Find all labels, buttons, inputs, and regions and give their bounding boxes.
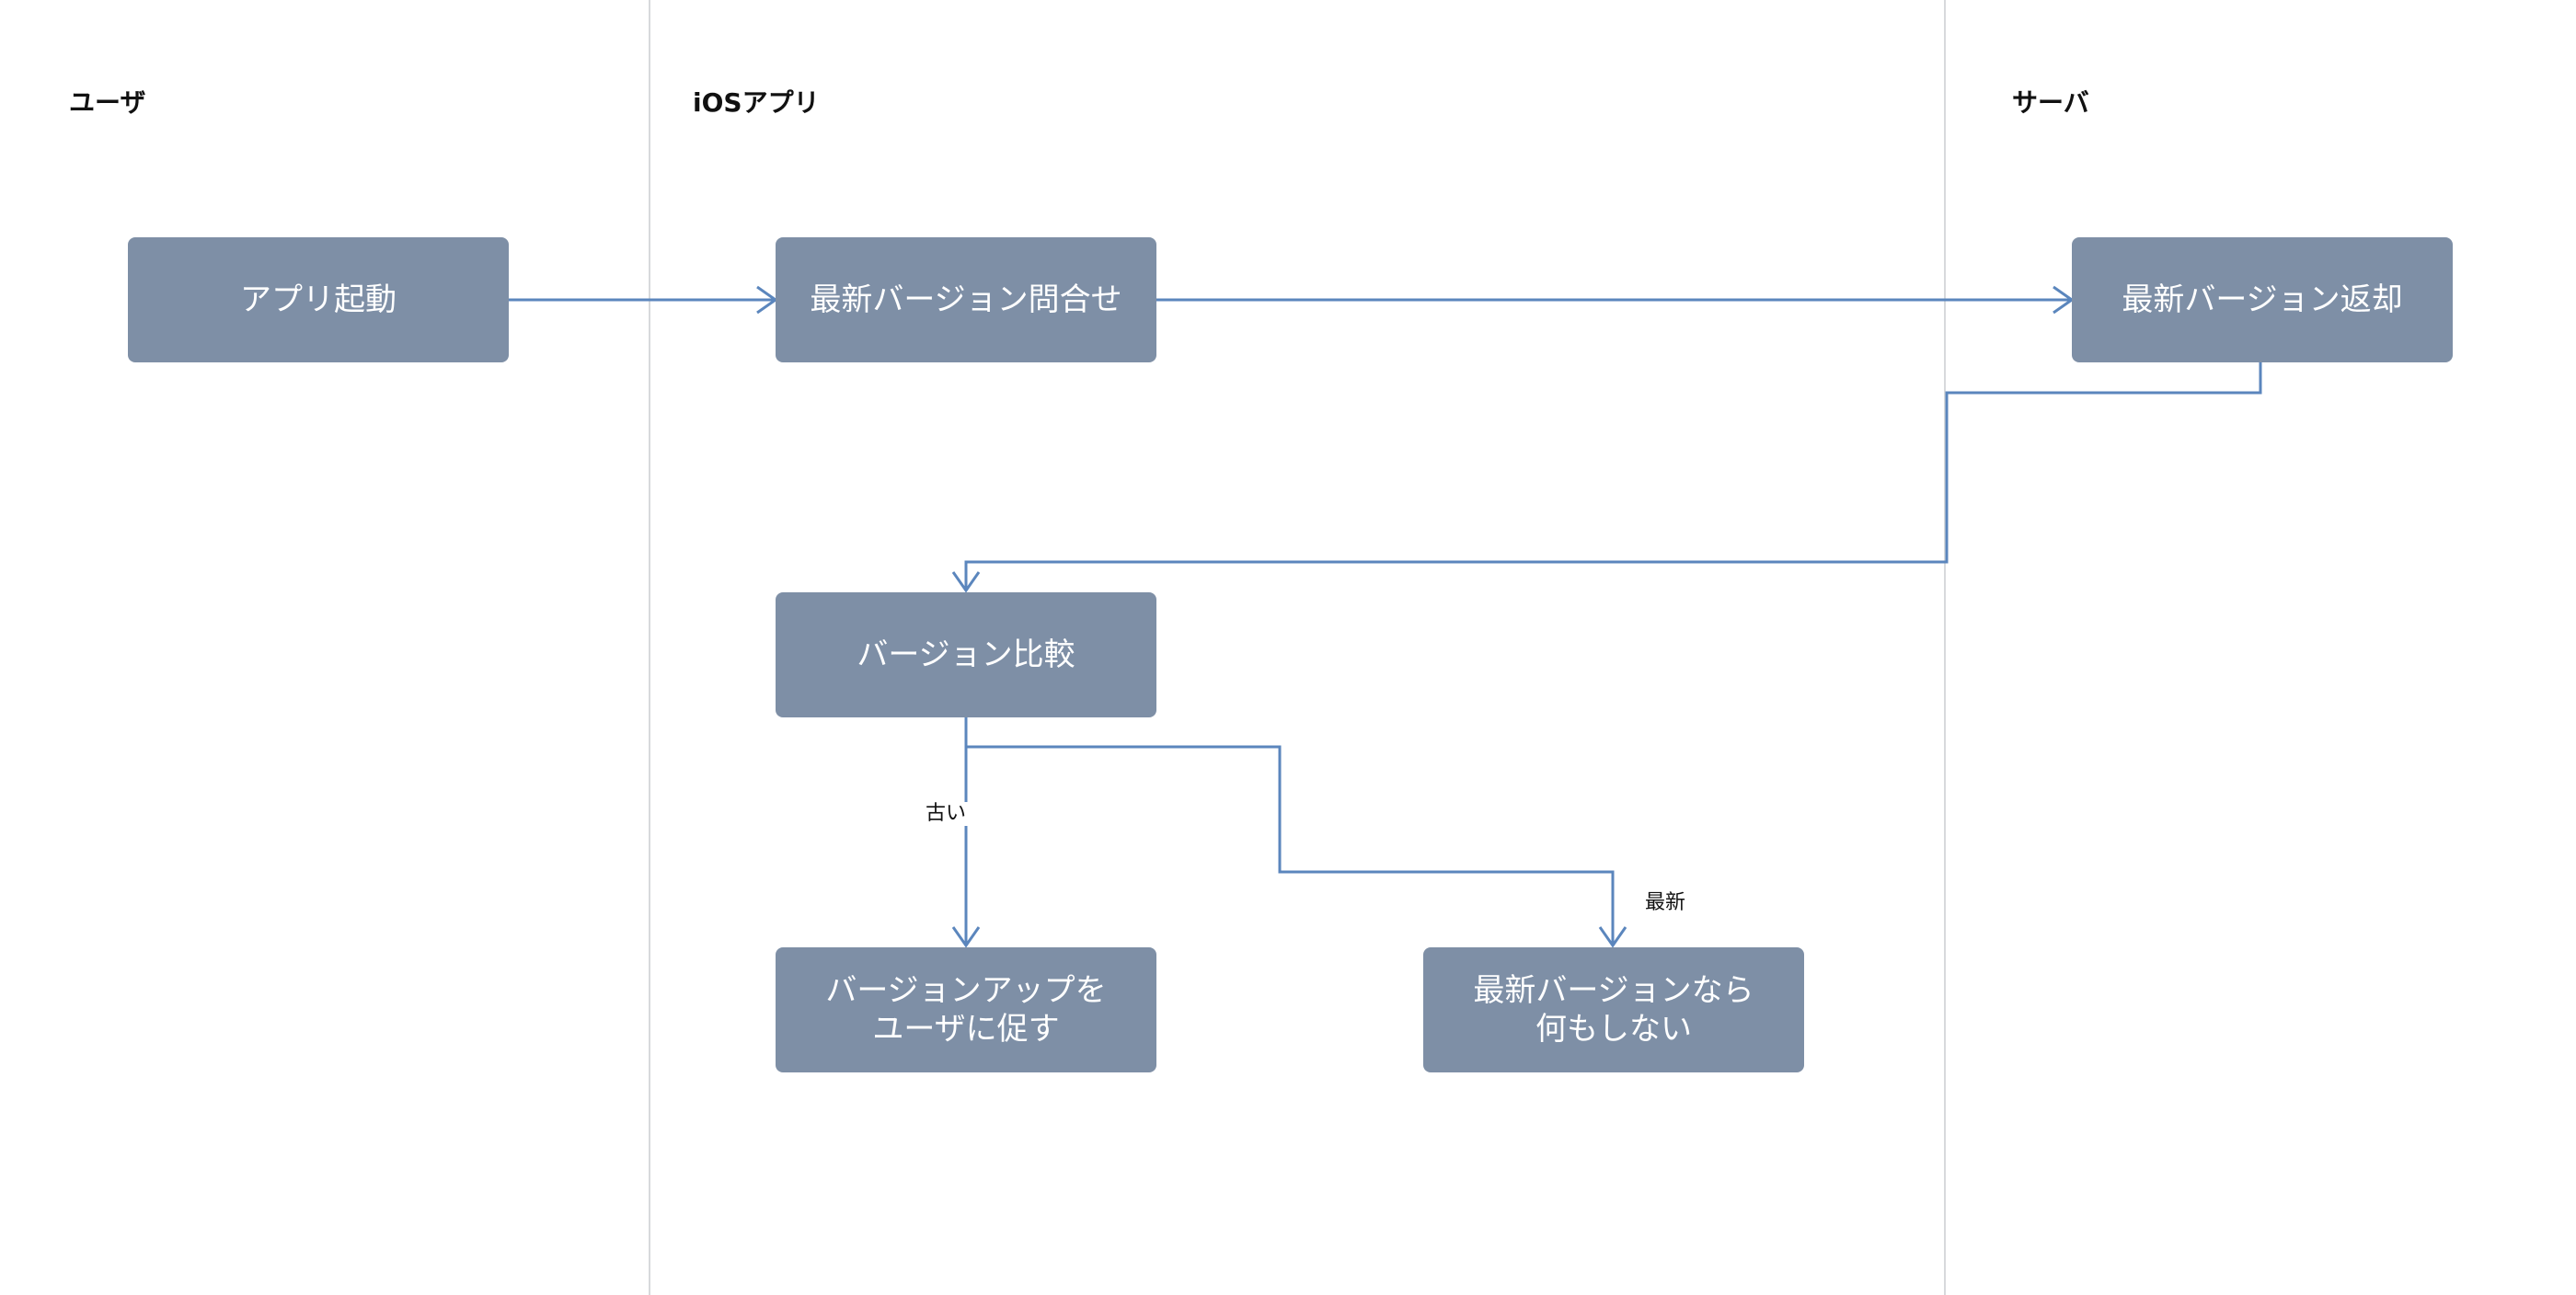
lane-title-ios-app: iOSアプリ — [693, 87, 820, 118]
edge-compare-to-nothing — [966, 745, 1615, 944]
node-return-latest: 最新バージョン返却 — [2072, 237, 2453, 362]
node-do-nothing: 最新バージョンなら 何もしない — [1423, 947, 1804, 1072]
lane-divider-user-ios — [649, 0, 650, 1295]
lane-divider-ios-server — [1944, 0, 1946, 1295]
arrowhead-compare — [951, 571, 981, 593]
node-launch-app: アプリ起動 — [128, 237, 509, 362]
node-query-latest: 最新バージョン問合せ — [776, 237, 1156, 362]
arrowhead-prompt — [951, 926, 981, 948]
lane-title-server: サーバ — [2012, 87, 2089, 118]
edge-label-old: 古い — [922, 802, 971, 826]
edge-label-latest: 最新 — [1641, 891, 1690, 915]
edge-return-to-compare — [964, 362, 2262, 589]
lane-title-user: ユーザ — [69, 87, 146, 118]
arrowhead-nothing — [1598, 926, 1627, 948]
node-compare-version: バージョン比較 — [776, 592, 1156, 717]
node-prompt-update: バージョンアップを ユーザに促す — [776, 947, 1156, 1072]
